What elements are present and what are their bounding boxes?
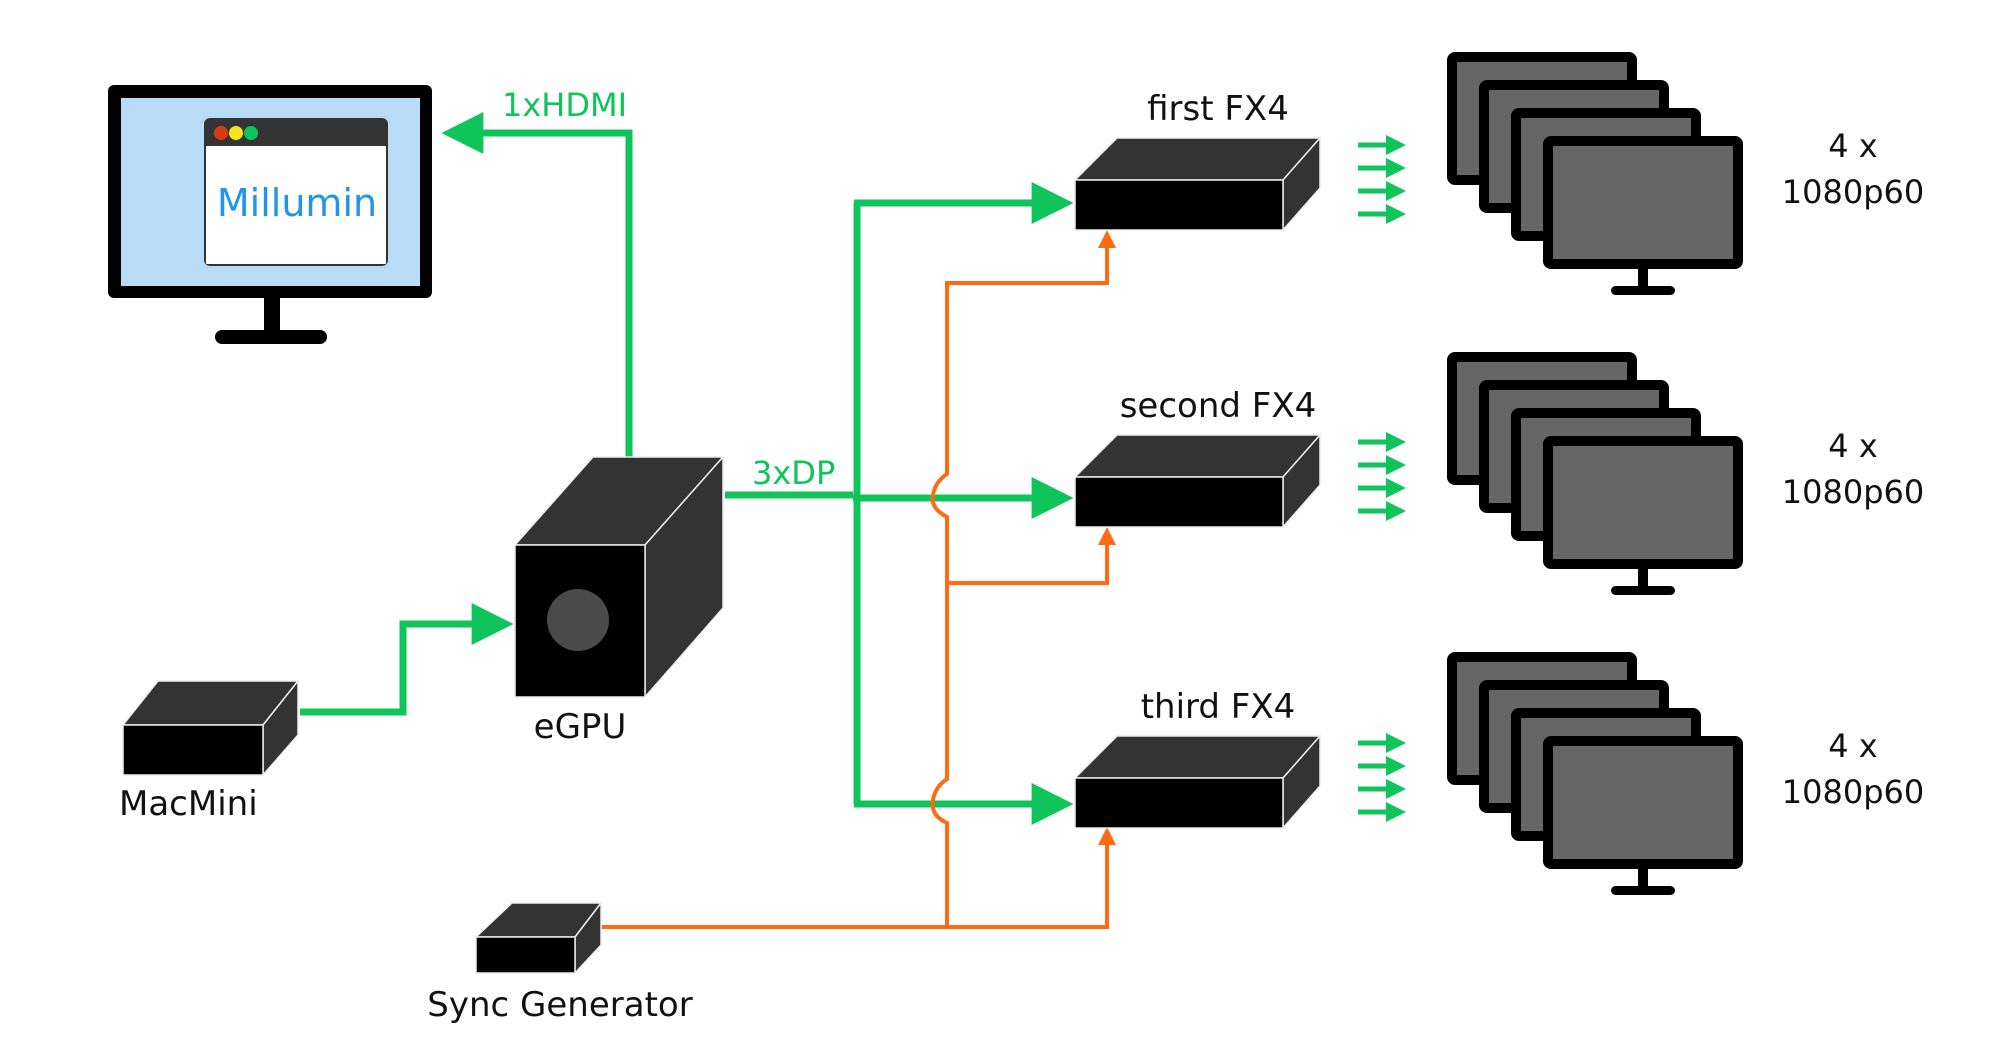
hdmi-link: [441, 112, 633, 460]
display-resolution-label: 1080p60: [1782, 473, 1924, 511]
fx4-top: [1073, 434, 1322, 478]
display-count-label: 4 x: [1828, 127, 1877, 165]
control-monitor-base: [215, 330, 327, 344]
display-count-label: 4 x: [1828, 427, 1877, 465]
sync-arrow-1: [1098, 230, 1116, 248]
egpu-label: eGPU: [534, 707, 627, 747]
control-monitor: Millumin: [108, 85, 432, 344]
sync-generator-front: [475, 936, 576, 974]
display-stand: [1638, 569, 1648, 589]
macmini-front: [122, 724, 264, 776]
video-links: [300, 112, 1074, 825]
display-stack: 4 x 1080p60: [1447, 52, 1924, 295]
display-icon: [1543, 736, 1743, 869]
sync-arrow-3: [1098, 827, 1116, 845]
sync-bus: [930, 245, 1109, 927]
display-base: [1611, 286, 1675, 295]
fx4-device: second FX4: [1073, 386, 1406, 529]
fx4-front: [1074, 179, 1284, 231]
fx4-label: third FX4: [1141, 687, 1296, 727]
fx4-top: [1073, 735, 1322, 779]
app-window: Millumin: [204, 118, 388, 266]
fx4-device: third FX4: [1073, 687, 1406, 830]
egpu-device: eGPU: [513, 455, 725, 747]
fx4-front: [1074, 777, 1284, 829]
display-resolution-label: 1080p60: [1782, 173, 1924, 211]
minimize-dot-icon: [229, 126, 243, 140]
thunderbolt-link: [300, 603, 514, 716]
display-stack: 4 x 1080p60: [1447, 352, 1924, 595]
sync-trunk: [600, 843, 1109, 929]
sync-generator-label: Sync Generator: [427, 985, 692, 1025]
app-window-body: [206, 146, 386, 264]
display-stand: [1638, 869, 1648, 889]
display-stand: [1638, 269, 1648, 289]
sync-link-2: [947, 542, 1109, 585]
app-name: Millumin: [217, 181, 377, 225]
sync-generator-device: Sync Generator: [427, 900, 693, 1025]
fx4-label: second FX4: [1120, 386, 1317, 426]
display-icon: [1543, 136, 1743, 269]
fx4-label: first FX4: [1147, 89, 1289, 129]
fx4-device: first FX4: [1073, 89, 1406, 232]
hdmi-link-label: 1xHDMI: [502, 86, 627, 124]
control-monitor-neck: [264, 298, 280, 334]
macmini-label: MacMini: [119, 784, 258, 824]
display-stack: 4 x 1080p60: [1447, 652, 1924, 895]
output-display-groups: 4 x 1080p60 4 x 1080p60 4 x 1080p60: [1447, 52, 1924, 895]
display-count-label: 4 x: [1828, 727, 1877, 765]
display-base: [1611, 886, 1675, 895]
sync-links: [600, 230, 1116, 929]
fx4-top: [1073, 137, 1322, 181]
display-base: [1611, 586, 1675, 595]
macmini-device: MacMini: [119, 678, 300, 824]
fx4-front: [1074, 476, 1284, 528]
close-dot-icon: [214, 126, 228, 140]
dp-link-label: 3xDP: [752, 454, 835, 492]
zoom-dot-icon: [244, 126, 258, 140]
sync-arrow-2: [1098, 527, 1116, 545]
fx4-devices: first FX4 second FX4 third FX4: [1073, 89, 1406, 830]
display-icon: [1543, 436, 1743, 569]
display-resolution-label: 1080p60: [1782, 773, 1924, 811]
egpu-fan-icon: [547, 589, 609, 651]
